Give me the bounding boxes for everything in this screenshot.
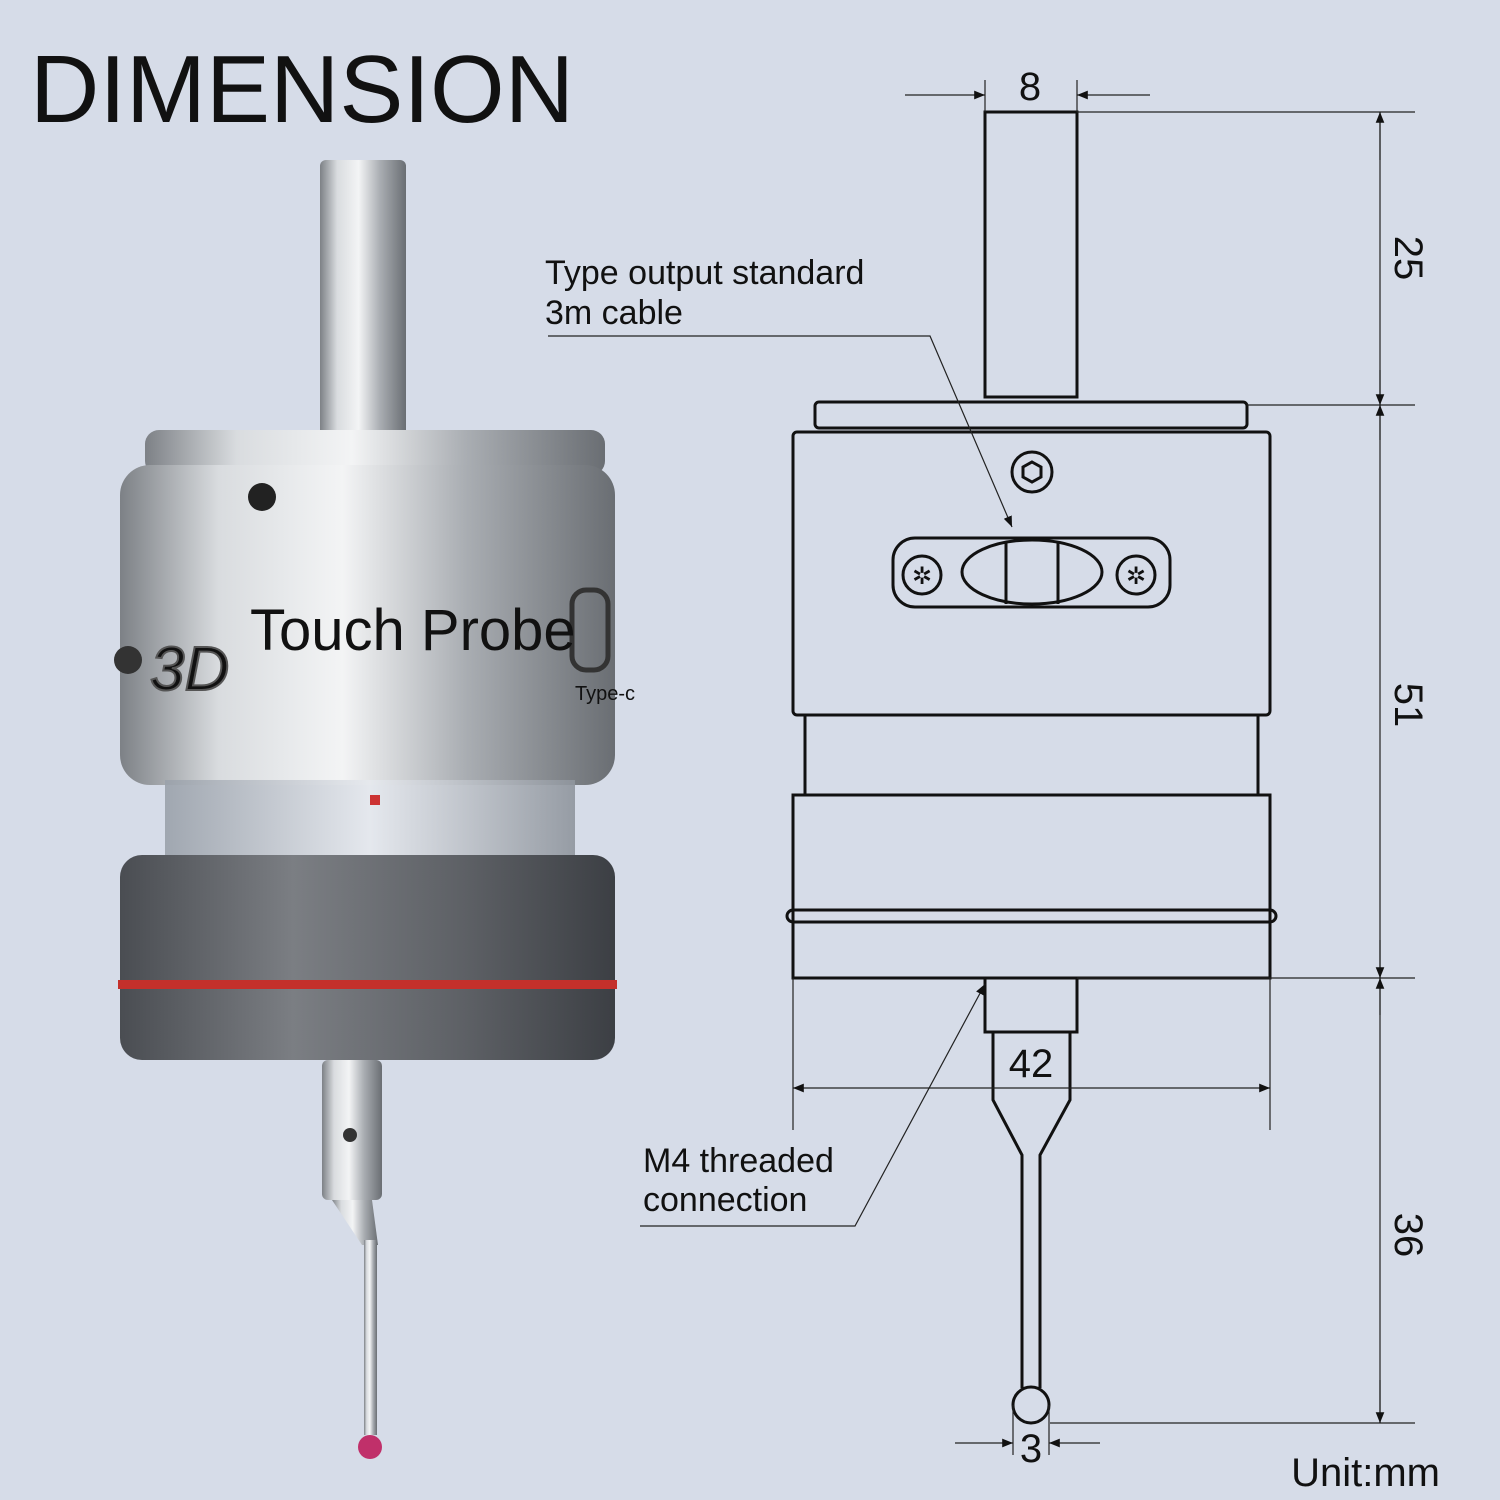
o-ring	[118, 980, 617, 989]
torx-screw-icon	[901, 554, 943, 596]
dim-body-height: 51	[1386, 683, 1430, 728]
dim-body-diameter: 42	[1009, 1042, 1054, 1086]
brand-mark: 3D	[150, 635, 229, 704]
callout-cable-line2: 3m cable	[545, 294, 683, 332]
cable-port-plate	[891, 536, 1172, 609]
callout-cable-line1: Type output standard	[545, 254, 864, 292]
dim-shank-length: 25	[1386, 236, 1430, 281]
page-title: DIMENSION	[30, 36, 574, 143]
dim-ball-diameter: 3	[1020, 1427, 1042, 1471]
dim-stylus-length: 36	[1386, 1213, 1430, 1258]
technical-drawing: ✲ ✲ 8 25 51 36	[545, 65, 1440, 1495]
usb-c-port-icon	[569, 587, 611, 673]
torx-screw-icon	[1115, 554, 1157, 596]
product-engraving: Touch Probe	[250, 598, 576, 663]
product-photo: 3D Touch Probe Type-c	[114, 160, 635, 1459]
svg-text:✲: ✲	[912, 563, 932, 590]
port-label: Type-c	[575, 683, 635, 705]
unit-label: Unit:mm	[1291, 1451, 1440, 1495]
callout-thread-line1: M4 threaded	[643, 1142, 834, 1180]
svg-text:✲: ✲	[1126, 563, 1146, 590]
set-screw-hole-icon	[248, 483, 276, 511]
hex-screw-icon	[1010, 450, 1054, 494]
dim-shank-diameter: 8	[1019, 65, 1041, 109]
ruby-ball	[358, 1435, 382, 1459]
callout-thread-line2: connection	[643, 1181, 807, 1219]
